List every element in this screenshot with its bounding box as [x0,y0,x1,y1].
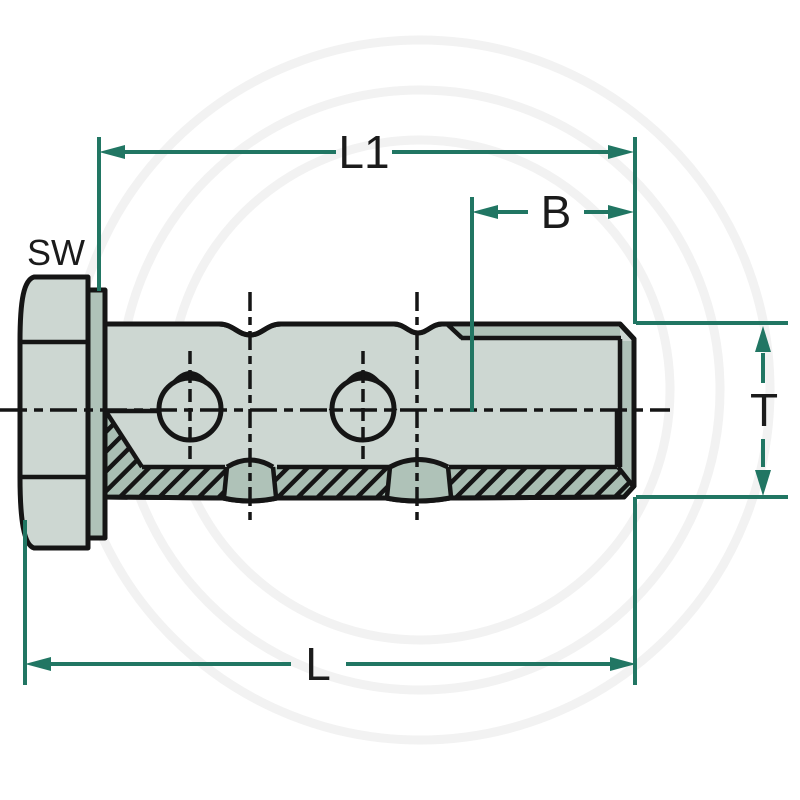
sealing-washer [85,287,108,541]
thread-end-face [619,341,634,486]
dimension-l: L [23,520,636,690]
arrow-right-icon [608,205,634,219]
break-wave-fill [387,459,451,501]
arrow-right-icon [610,657,636,671]
wrench-size-sw-label: SW [27,232,85,273]
break-wave-side [384,466,393,498]
break-wave-2 [384,457,454,501]
dimension-l1: L1 [97,126,634,291]
dimension-b-label: B [541,186,572,238]
section-hatch-band [106,467,633,497]
centerlines [0,292,670,524]
thread-relief-strip [449,327,620,338]
arrow-right-icon [608,145,634,159]
dimension-b: B [470,186,634,412]
hatch-band-end-chamfer [616,465,635,488]
arrow-left-icon [472,205,498,219]
arrow-down-icon [755,470,771,496]
dimension-t-label: T [750,384,778,436]
banjo-bolt-drawing [17,274,637,551]
arrow-left-icon [25,657,51,671]
dimension-l1-label: L1 [338,126,389,178]
arrow-up-icon [755,326,771,352]
break-wave-side [270,466,279,498]
break-wave-side [221,466,230,498]
arrow-left-icon [99,145,125,159]
drill-cone-edge [103,408,144,469]
hex-head [17,274,91,551]
dimension-l-label: L [305,638,331,690]
break-wave-side [445,466,454,498]
dimension-t: T [636,321,788,499]
